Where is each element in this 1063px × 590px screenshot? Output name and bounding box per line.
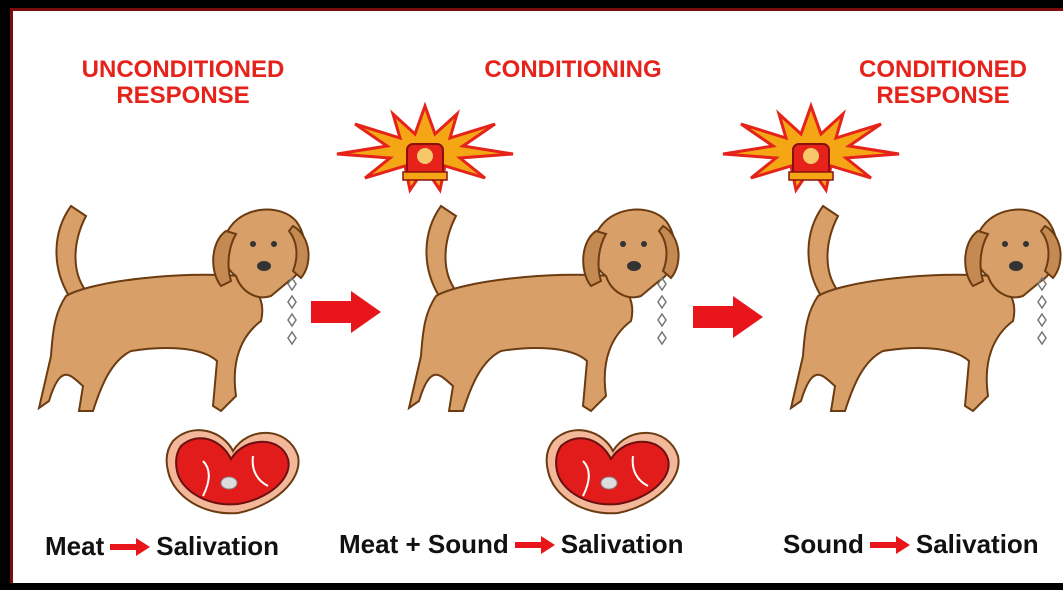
panel3-title-line1: CONDITIONED bbox=[803, 57, 1063, 83]
red-arrow-icon bbox=[693, 296, 763, 338]
alarm-bell-icon bbox=[721, 106, 901, 191]
panel3-caption: Sound Salivation bbox=[783, 529, 1039, 560]
meat-steak-icon bbox=[543, 421, 683, 516]
panel1-title: UNCONDITIONED RESPONSE bbox=[43, 57, 323, 109]
panel2-title-line1: CONDITIONING bbox=[433, 57, 713, 83]
panel1-caption-left: Meat bbox=[45, 531, 104, 562]
panel2-caption-left: Meat + Sound bbox=[339, 529, 509, 560]
panel1-caption: Meat Salivation bbox=[45, 531, 279, 562]
panel1-title-line2: RESPONSE bbox=[43, 83, 323, 109]
panel1-caption-right: Salivation bbox=[156, 531, 279, 562]
saliva-drops-icon bbox=[285, 276, 299, 356]
diagram-canvas: UNCONDITIONED RESPONSE CONDITIONING COND… bbox=[10, 8, 1063, 583]
panel2-caption-right: Salivation bbox=[561, 529, 684, 560]
small-red-arrow-icon bbox=[870, 536, 910, 554]
saliva-drops-icon bbox=[1035, 276, 1049, 356]
dog-icon bbox=[31, 186, 311, 426]
alarm-bell-icon bbox=[335, 106, 515, 191]
meat-steak-icon bbox=[163, 421, 303, 516]
panel1-title-line1: UNCONDITIONED bbox=[43, 57, 323, 83]
red-arrow-icon bbox=[311, 291, 381, 333]
dog-icon bbox=[401, 186, 681, 426]
panel3-caption-left: Sound bbox=[783, 529, 864, 560]
panel2-caption: Meat + Sound Salivation bbox=[339, 529, 684, 560]
dog-icon bbox=[783, 186, 1063, 426]
panel3-caption-right: Salivation bbox=[916, 529, 1039, 560]
panel3-title: CONDITIONED RESPONSE bbox=[803, 57, 1063, 109]
small-red-arrow-icon bbox=[515, 536, 555, 554]
small-red-arrow-icon bbox=[110, 538, 150, 556]
saliva-drops-icon bbox=[655, 276, 669, 356]
panel2-title: CONDITIONING bbox=[433, 57, 713, 83]
